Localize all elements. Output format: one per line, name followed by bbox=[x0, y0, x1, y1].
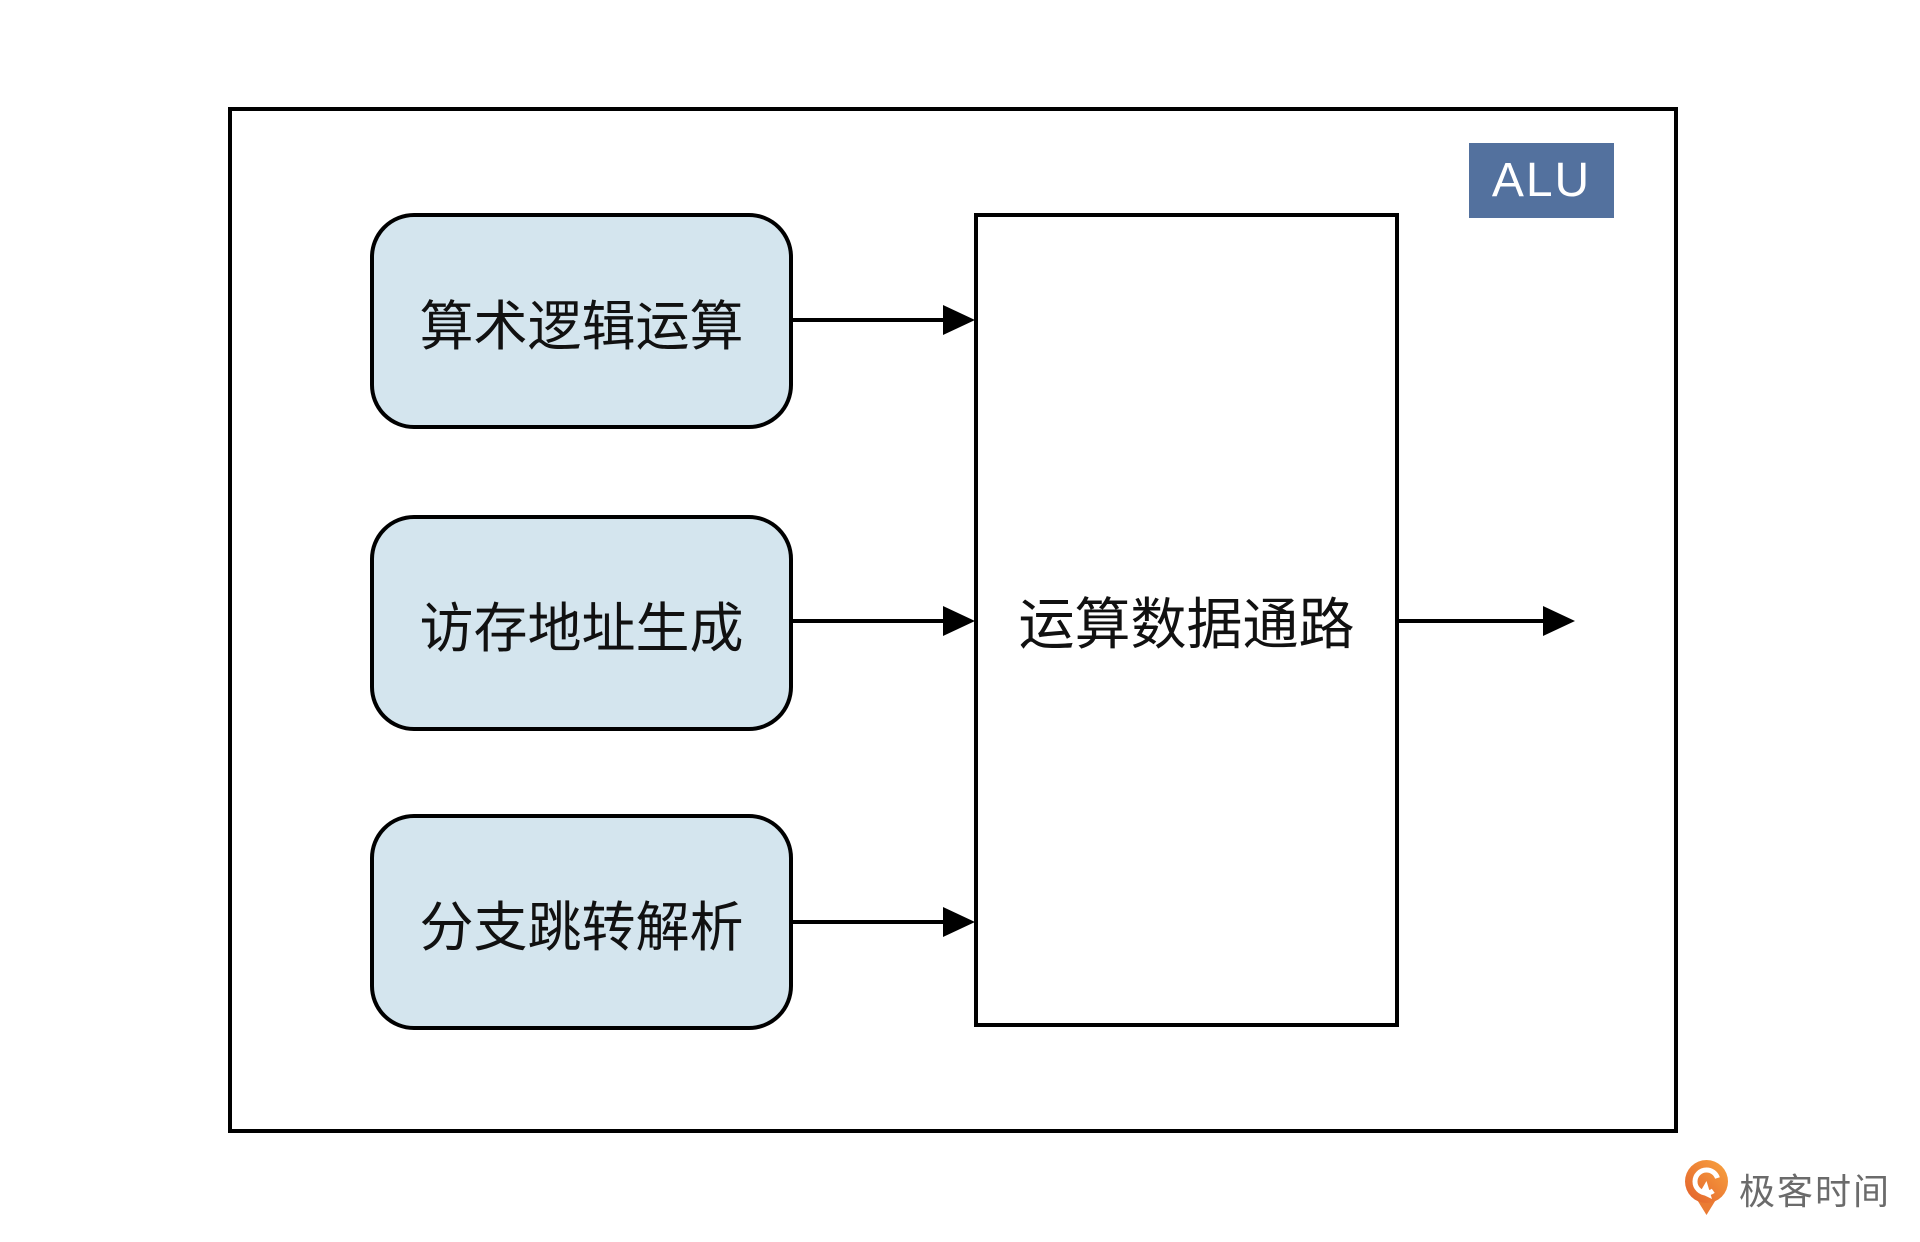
geektime-brand: 极客时间 bbox=[1684, 1158, 1891, 1220]
alu-badge: ALU bbox=[1469, 143, 1614, 218]
arrow-arithmetic-to-datapath bbox=[793, 318, 943, 322]
arrow-branch-to-datapath bbox=[793, 920, 943, 924]
box-branch-jump-resolution: 分支跳转解析 bbox=[370, 814, 793, 1030]
box-operation-datapath: 运算数据通路 bbox=[974, 213, 1399, 1027]
box-arithmetic-logic-ops: 算术逻辑运算 bbox=[370, 213, 793, 429]
arrow-datapath-output bbox=[1399, 619, 1543, 623]
arrow-memaddr-to-datapath bbox=[793, 619, 943, 623]
box-memory-address-generation: 访存地址生成 bbox=[370, 515, 793, 731]
geektime-logo-icon bbox=[1685, 1160, 1728, 1215]
geektime-logo-text: 极客时间 bbox=[1739, 1171, 1892, 1212]
